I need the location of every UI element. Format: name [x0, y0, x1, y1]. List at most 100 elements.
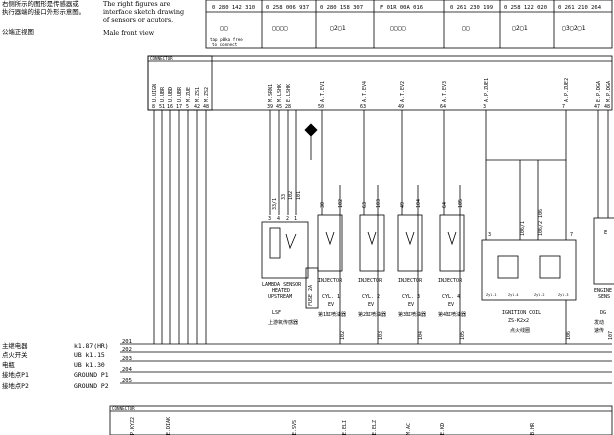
connector-glyph-5: ▢▢: [462, 24, 470, 32]
legend-num-1: 201: [122, 339, 132, 345]
legend-num-4: 204: [122, 367, 133, 373]
connector-glyph-1: ▢▢: [220, 24, 228, 32]
coil-cn: 点火线圈: [510, 327, 530, 334]
inj3-cn: 第3缸喷油器: [398, 311, 426, 318]
lambda-term-2: 4: [277, 216, 280, 222]
inj1-n2: 102: [338, 199, 344, 208]
bottom-connector: [109, 405, 613, 435]
legend-cn-1: 主继电器: [2, 341, 28, 350]
ecu-signal-6: M.ZS1: [195, 87, 201, 102]
lambda-label-1: LAMBDA SENSOR: [262, 282, 302, 288]
coil-signal-2: A.P.ZUE2: [564, 78, 570, 102]
ecu-signal-7: M.ZS2: [204, 87, 210, 102]
legend-en-1: k1.87(HR): [74, 342, 109, 350]
bottom-signal-4: E.ELI: [342, 420, 348, 435]
part-number-3: 0 280 158 307: [320, 5, 363, 11]
lambda-signal-2: M.LSHK: [277, 84, 283, 102]
bottom-signal-6: M.AC: [406, 423, 412, 435]
legend-num-5: 205: [122, 378, 132, 384]
inj4-n1: 64: [442, 202, 448, 208]
top-note-english: The right figures are interface sketch d…: [103, 0, 184, 37]
engine-cn-1: 发动: [594, 319, 604, 326]
part-number-1: 0 280 142 310: [212, 5, 255, 11]
inj2-n2: 103: [376, 199, 382, 208]
coil-zs: ZS-K2x2: [508, 318, 529, 324]
coil-code: IGNITION COIL: [502, 310, 541, 316]
connector-glyph-3: ▢2▢1: [330, 24, 346, 32]
legend-cn-3: 电瓶: [2, 360, 15, 369]
note-cn-view: 公端正视图: [2, 28, 34, 37]
ecu-signal-4: U.UBR: [177, 86, 183, 102]
connector-glyph-2: ▢▢▢▢: [272, 24, 288, 32]
legend-en-3: UB k1.30: [74, 361, 105, 369]
bottom-signal-8: B.HR: [530, 422, 536, 435]
ext-signal-2: M.P.DGA: [606, 81, 612, 102]
lambda-term-3: 2: [286, 216, 289, 222]
injector-2-box: [359, 214, 385, 272]
bottom-signal-1: P.KYZ2: [130, 417, 136, 435]
connector-glyph-7: ▢3▢2▢1: [562, 24, 586, 32]
bottom-signal-3: E.SVS: [292, 420, 298, 435]
ecu-pin-7: 48: [203, 104, 209, 110]
engine-label-2: SENS: [598, 294, 610, 300]
ecu-pin-6: 42: [194, 104, 200, 110]
ext-pin-2: 48: [604, 104, 610, 110]
ecu-pin-3: 16: [167, 104, 173, 110]
inj4-ev: EV: [448, 302, 454, 308]
lambda-ext-2: 33: [281, 194, 287, 200]
coil-signal-1: A.P.ZUE1: [484, 78, 490, 102]
lambda-signal-1: M.SRN1: [268, 84, 274, 102]
lambda-term-1: 3: [268, 216, 271, 222]
inj4-cn: 第4缸喷油器: [438, 311, 466, 318]
engine-cn-2: 速传: [594, 327, 604, 334]
engine-code: DG: [600, 310, 606, 316]
legend-en-4: GROUND P1: [74, 371, 109, 379]
lambda-pin-2: 45: [276, 104, 282, 110]
injector-3-box: [397, 214, 423, 272]
inj3-ev: EV: [408, 302, 414, 308]
ecu-signal-3: U.UBD: [168, 87, 174, 102]
lambda-label-3: UPSTREAM: [268, 294, 292, 300]
legend-cn-5: 接地点P2: [2, 381, 29, 390]
coil-sub-4: Zyl.3: [558, 293, 569, 297]
legend-en-2: UB k1.15: [74, 351, 105, 359]
lambda-code: LSF: [272, 310, 281, 316]
legend-cn-2: 点火开关: [2, 350, 28, 359]
connector-glyph-4: ▢▢▢▢: [390, 24, 406, 32]
part-number-7: 0 261 210 264: [558, 5, 602, 11]
lambda-pin-1: 39: [267, 104, 273, 110]
coil-n2: 106/1: [520, 221, 526, 236]
coil-pin-1: 3: [483, 104, 486, 110]
ecu-signal-5: M.ZUE: [186, 87, 192, 102]
inj2-cyl: CYL. 2: [362, 294, 380, 300]
engine-label-1: ENGINE: [594, 288, 612, 294]
ecu-signal-2: U.UBR: [160, 86, 166, 102]
connector-label-top: CONNECTOR: [150, 56, 173, 61]
bottom-num-3: 104: [418, 331, 424, 340]
note-en-line1: The right figures are: [103, 0, 171, 8]
inj-signal-2: A.T.EV4: [362, 81, 368, 102]
inj2-n1: 63: [362, 202, 368, 208]
inj-signal-1: A.T.EV1: [320, 81, 326, 102]
inj-pin-4: 64: [440, 104, 446, 110]
part-number-5: 0 261 230 199: [450, 5, 493, 11]
inj2-ev: EV: [368, 302, 374, 308]
inj3-code: INJECTOR: [398, 278, 423, 284]
bottom-num-2: 103: [378, 331, 384, 340]
lambda-label-2: HEATED: [272, 288, 290, 294]
part-number-4: F 01R 00A 016: [380, 5, 423, 11]
legend-en-5: GROUND P2: [74, 382, 109, 390]
lambda-term-4: 1: [294, 216, 297, 222]
fuse-box: [305, 267, 319, 309]
coil-pin-2: 7: [562, 104, 565, 110]
lambda-sensor-box: [261, 221, 309, 279]
ecu-signal-1: U.UIGN: [152, 84, 158, 102]
lambda-ext-4: 101: [296, 191, 302, 200]
inj1-cyl: CYL. 1: [322, 294, 340, 300]
lambda-ext-1: 33/1: [272, 198, 278, 210]
coil-sub-1: Zyl.1: [486, 293, 497, 297]
ecu-connector-top: [147, 55, 613, 111]
injector-4-box: [439, 214, 465, 272]
inj1-cn: 第1缸喷油器: [318, 311, 346, 318]
